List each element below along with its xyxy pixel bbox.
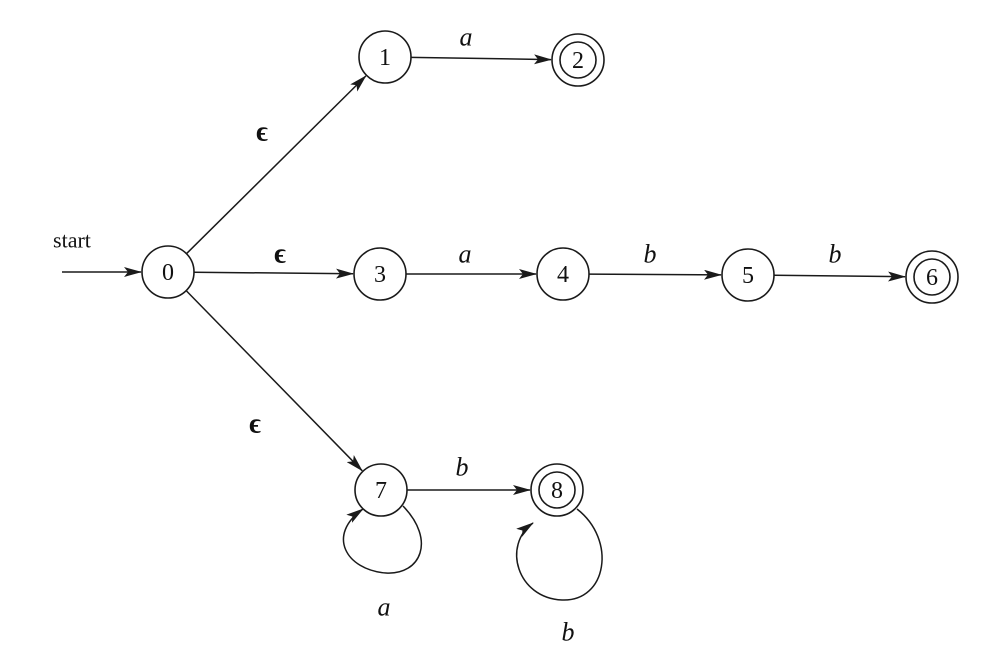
transition-7-7 [342, 505, 423, 574]
state-label: 0 [162, 260, 174, 286]
state-4: 4 [536, 247, 590, 301]
transition-4-5 [588, 269, 723, 280]
state-2: 2 [551, 33, 605, 87]
state-8: 8 [530, 463, 584, 517]
start-label: start [53, 228, 91, 253]
transition-label-4-5: b [644, 240, 657, 269]
state-1: 1 [358, 30, 412, 84]
state-circle [358, 30, 412, 84]
state-circle [141, 245, 195, 299]
accepting-ring [913, 258, 951, 296]
state-5: 5 [721, 248, 775, 302]
state-label: 2 [572, 48, 584, 74]
transition-label-3-4: a [459, 240, 472, 269]
state-label: 3 [374, 262, 386, 288]
transition-label-0-1: ϵ [256, 117, 268, 148]
transition-1-2 [410, 54, 553, 65]
state-circle [354, 463, 408, 517]
transition-label-7-8: b [456, 453, 469, 482]
state-0: 0 [141, 245, 195, 299]
state-label: 5 [742, 263, 754, 289]
transition-8-8 [515, 508, 603, 601]
state-circle [353, 247, 407, 301]
transition-5-6 [773, 271, 907, 282]
state-label: 4 [557, 262, 569, 288]
state-6: 6 [905, 250, 959, 304]
state-label: 6 [926, 265, 938, 291]
state-label: 1 [379, 45, 391, 71]
transition-0-1 [185, 75, 367, 255]
transition-0-3 [193, 268, 355, 279]
transition-label-1-2: a [460, 23, 473, 52]
state-3: 3 [353, 247, 407, 301]
state-label: 8 [551, 478, 563, 504]
transition-label-0-7: ϵ [249, 409, 261, 440]
transition-label-5-6: b [829, 240, 842, 269]
state-circle [536, 247, 590, 301]
accepting-ring [538, 471, 576, 509]
state-7: 7 [354, 463, 408, 517]
accepting-ring [559, 41, 597, 79]
state-circle [721, 248, 775, 302]
transition-label-7-7: a [378, 593, 391, 622]
transition-label-8-8: b [562, 618, 575, 647]
state-label: 7 [375, 478, 387, 504]
transition-label-0-3: ϵ [274, 239, 286, 270]
transition-0-7 [185, 290, 363, 472]
